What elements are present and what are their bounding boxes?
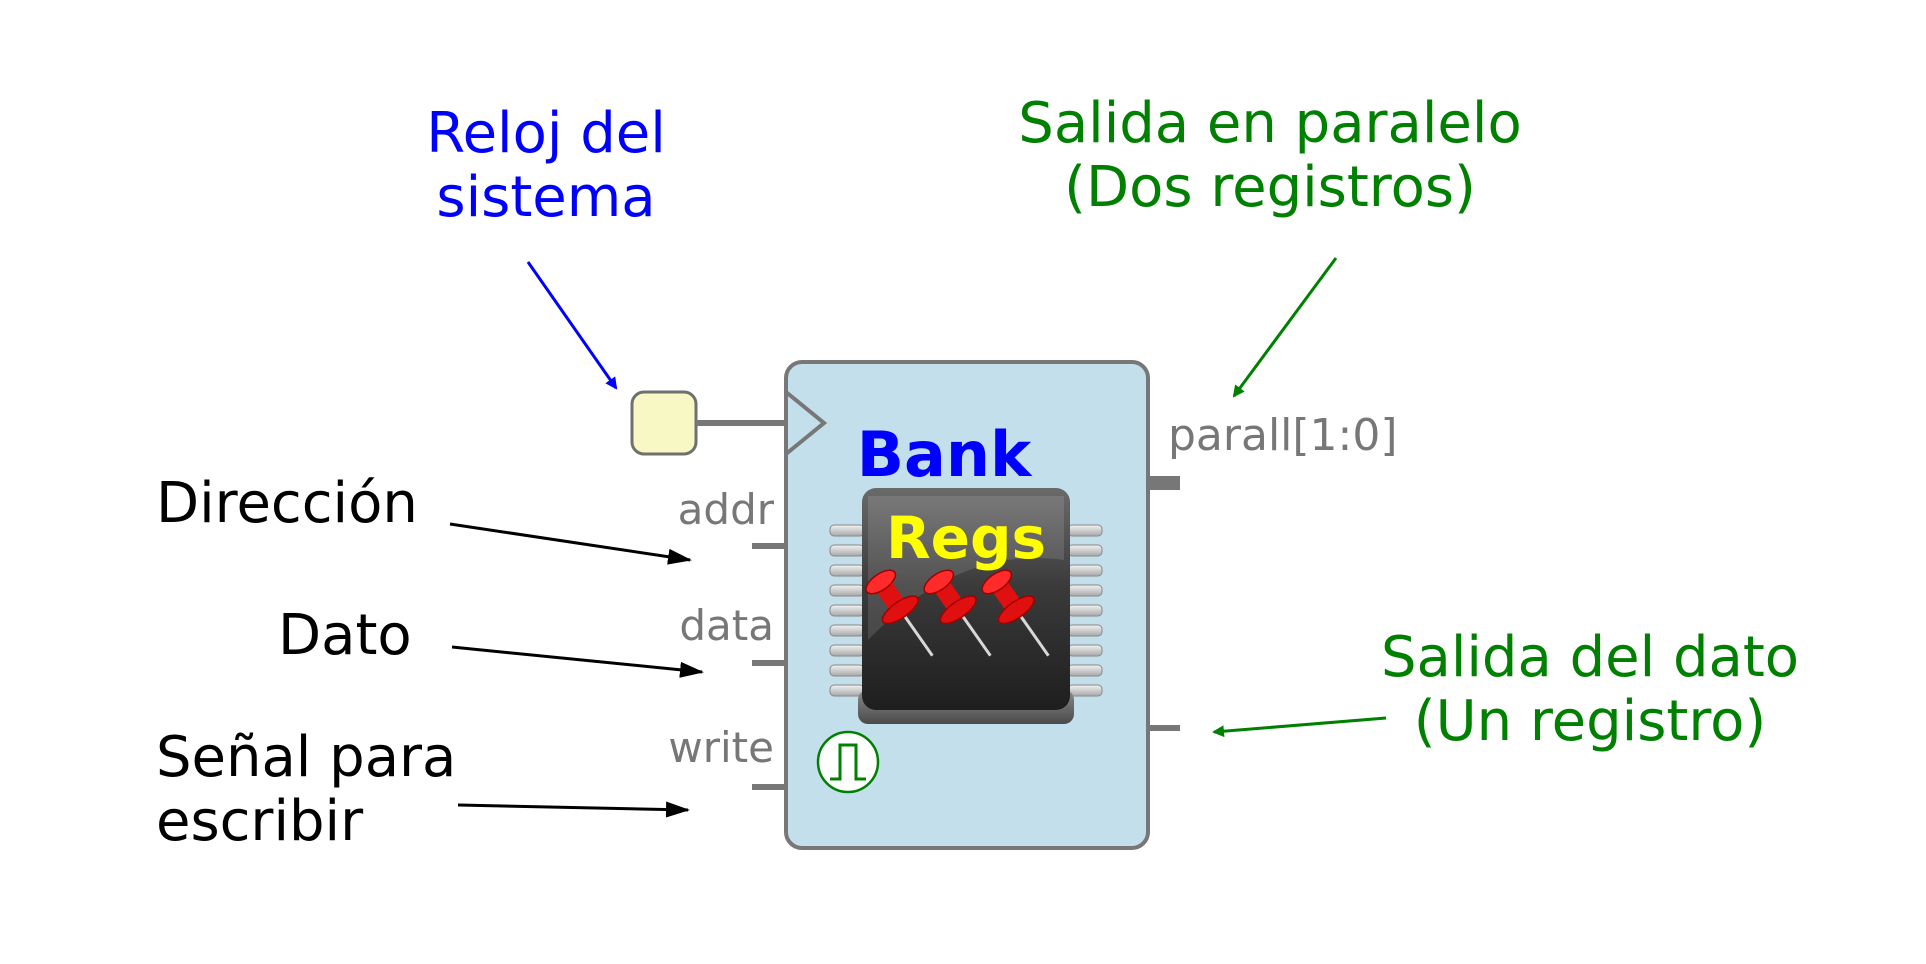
write-port-label: write	[668, 723, 774, 772]
pulse-icon	[816, 730, 880, 794]
data-arrow	[451, 645, 704, 678]
clock-annotation-line2: sistema	[436, 165, 656, 231]
address-annotation-label: Dirección	[156, 471, 418, 536]
address-arrow	[449, 522, 692, 565]
block-title: Bank	[857, 418, 1033, 491]
data-port-label: data	[679, 601, 774, 650]
address-annotation: Dirección	[156, 471, 418, 536]
data-out-annotation-line2: (Un registro)	[1413, 689, 1767, 755]
write-annotation: Señal para escribir	[156, 725, 457, 855]
data-annotation-label: Dato	[278, 603, 412, 668]
data-out-annotation-line1: Salida del dato	[1380, 625, 1800, 690]
clock-annotation: Reloj del sistema	[396, 101, 696, 231]
clock-input-icon[interactable]	[630, 390, 698, 456]
data-annotation: Dato	[278, 603, 412, 668]
parallel-out-arrow	[1232, 257, 1338, 398]
write-annotation-line1: Señal para	[156, 725, 457, 790]
data-out-arrow	[1212, 716, 1387, 738]
clock-annotation-line1: Reloj del	[426, 101, 666, 166]
data-out-annotation: Salida del dato (Un registro)	[1360, 625, 1820, 755]
pushpin-icon	[865, 569, 1050, 657]
addr-port-label: addr	[678, 485, 775, 534]
write-annotation-line2: escribir	[156, 789, 364, 855]
parallel-out-annotation-line2: (Dos registros)	[1064, 155, 1476, 221]
chip-label: Regs	[886, 504, 1046, 572]
parallel-out-annotation: Salida en paralelo (Dos registros)	[1000, 91, 1540, 221]
clock-edge-icon	[784, 390, 828, 456]
clock-arrow	[526, 261, 618, 390]
write-arrow	[457, 801, 690, 818]
parall-port-label: parall[1:0]	[1168, 410, 1398, 461]
parallel-out-annotation-line1: Salida en paralelo	[1018, 91, 1522, 156]
